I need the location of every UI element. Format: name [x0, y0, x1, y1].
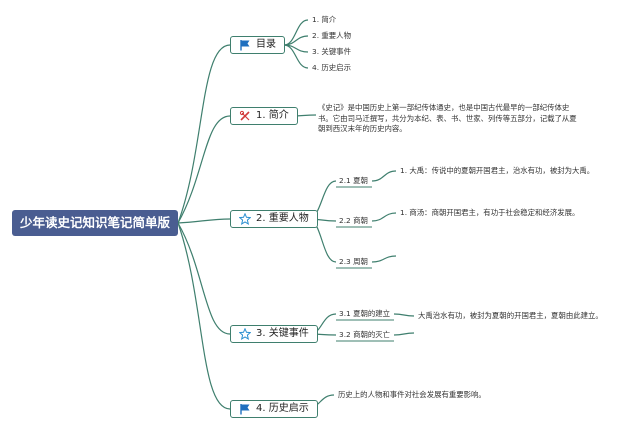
- topic-intro[interactable]: 1. 简介: [230, 107, 298, 125]
- root-topic[interactable]: 少年读史记知识笔记简单版: [12, 210, 178, 236]
- lessons-text: 历史上的人物和事件对社会发展有重要影响。: [338, 390, 486, 399]
- flag-icon: [240, 40, 250, 51]
- intro-text-line-1: 《史记》是中国历史上第一部纪传体通史，也是中国古代最早的一部纪传体史: [318, 103, 570, 112]
- connector-23-stub: [371, 255, 397, 263]
- connector-root-intro: [177, 115, 231, 224]
- intro-text-line-2: 书。它由司马迁撰写，共分为本纪、表、书、世家、列传等五部分，记载了从夏: [318, 113, 577, 123]
- connector-toc-4: [283, 44, 309, 69]
- connector-31-detail: [393, 313, 415, 317]
- connector-toc-1: [283, 19, 309, 46]
- topic-events-label: 3. 关键事件: [256, 328, 309, 339]
- topic-intro-label: 1. 简介: [256, 110, 289, 121]
- topic-lessons-label: 4. 历史启示: [256, 403, 309, 414]
- events-sub-32[interactable]: 3.2 商朝的灭亡: [339, 330, 391, 339]
- events-sub-31[interactable]: 3.1 夏朝的建立: [339, 309, 391, 318]
- topic-people[interactable]: 2. 重要人物: [230, 210, 318, 228]
- flag-icon: [240, 404, 250, 415]
- toc-item-2[interactable]: 2. 重要人物: [312, 31, 351, 40]
- star-icon: [239, 213, 251, 225]
- people-sub-22[interactable]: 2.2 商朝: [339, 216, 368, 225]
- toc-item-4[interactable]: 4. 历史启示: [312, 63, 351, 72]
- toc-item-1[interactable]: 1. 简介: [312, 15, 337, 24]
- people-sub-23[interactable]: 2.3 周朝: [339, 257, 368, 266]
- connector-root-lessons: [177, 222, 231, 410]
- connector-21-detail: [371, 170, 397, 182]
- connector-root-toc: [177, 44, 231, 224]
- people-22-detail: 1. 商汤：商朝开国君主，有功于社会稳定和经济发展。: [400, 208, 580, 217]
- topic-people-label: 2. 重要人物: [256, 213, 309, 224]
- events-31-detail: 大禹治水有功，被封为夏朝的开国君主，夏朝由此建立。: [418, 311, 603, 320]
- connector-root-people: [177, 218, 231, 224]
- connector-22-detail: [371, 212, 397, 222]
- topic-toc[interactable]: 目录: [230, 36, 285, 54]
- people-21-detail: 1. 大禹：传说中的夏朝开国君主，治水有功，被封为大禹。: [400, 166, 595, 175]
- connector-root-events: [177, 222, 231, 335]
- tools-icon: [239, 110, 250, 121]
- star-icon: [239, 328, 251, 340]
- people-sub-21[interactable]: 2.1 夏朝: [339, 176, 368, 185]
- topic-toc-label: 目录: [256, 39, 276, 50]
- connector-32-stub: [393, 332, 415, 336]
- intro-text-line-3: 朝到西汉末年的历史内容。: [318, 124, 407, 133]
- topic-lessons[interactable]: 4. 历史启示: [230, 400, 318, 418]
- toc-item-3[interactable]: 3. 关键事件: [312, 47, 351, 56]
- topic-events[interactable]: 3. 关键事件: [230, 325, 318, 343]
- intro-text: 《史记》是中国历史上第一部纪传体通史，也是中国古代最早的一部纪传体史 书。它由司…: [318, 103, 577, 135]
